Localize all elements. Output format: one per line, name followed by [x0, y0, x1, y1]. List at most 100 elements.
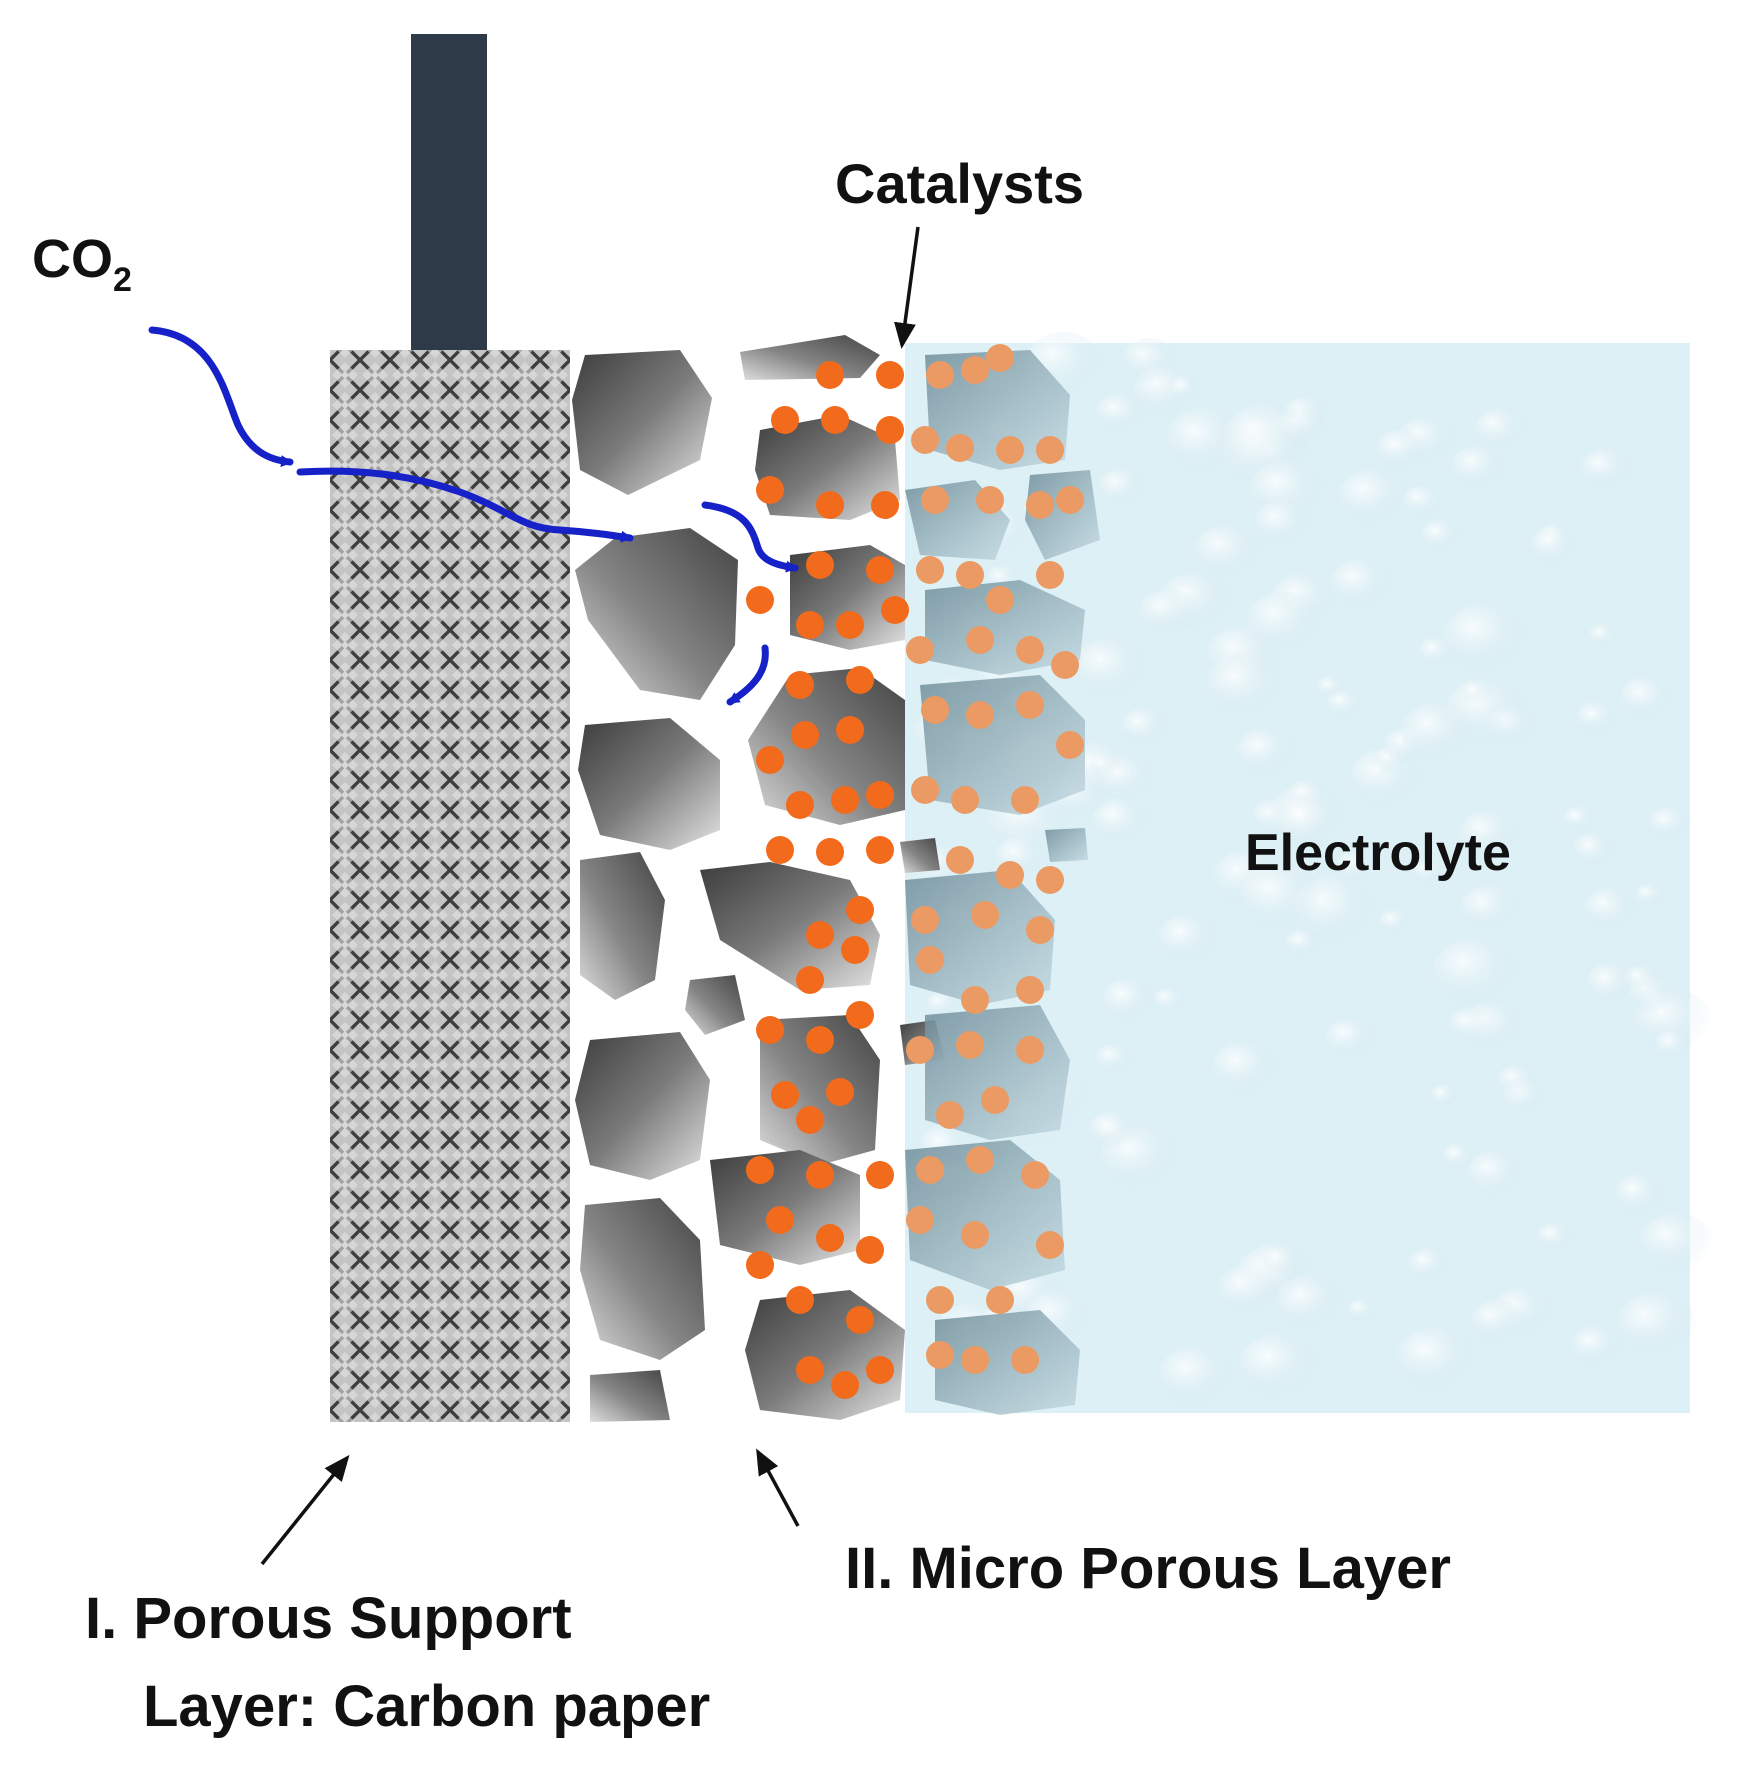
- bubble-texture: [1402, 484, 1444, 519]
- co2-arrow-through-paper: [296, 467, 634, 543]
- catalyst-dot: [966, 1146, 994, 1174]
- bubble-texture: [1375, 428, 1428, 471]
- electrolyte-particle: [935, 1310, 1080, 1415]
- electrolyte-label: Electrolyte: [1245, 824, 1511, 882]
- catalyst-dot: [826, 1078, 854, 1106]
- catalyst-dot: [906, 1036, 934, 1064]
- bubble-texture: [1194, 524, 1262, 579]
- catalyst-dot: [971, 901, 999, 929]
- co2-arrow-branch-lower: [726, 644, 769, 706]
- bubble-texture: [1090, 753, 1121, 778]
- catalyst-dot: [1051, 651, 1079, 679]
- catalyst-dot: [866, 781, 894, 809]
- catalyst-dot: [1036, 866, 1064, 894]
- bubble-texture: [1097, 467, 1146, 506]
- electrolyte-texture: [912, 331, 1713, 1408]
- micro-porous-layer-label: II. Micro Porous Layer: [845, 1536, 1451, 1601]
- bubble-texture: [1165, 407, 1247, 473]
- catalyst-dot: [1026, 916, 1054, 944]
- bubble-texture: [925, 990, 960, 1018]
- catalyst-dot: [766, 1206, 794, 1234]
- bubble-texture: [1616, 1292, 1697, 1356]
- catalyst-particles: [746, 344, 1084, 1399]
- catalyst-dot: [791, 721, 819, 749]
- bubble-texture: [1239, 864, 1322, 930]
- bubble-texture: [1623, 964, 1661, 995]
- electrode-tab: [411, 34, 487, 352]
- catalyst-dot: [1021, 1161, 1049, 1189]
- catalyst-dot: [806, 551, 834, 579]
- catalyst-dot: [926, 1341, 954, 1369]
- catalyst-dot: [771, 406, 799, 434]
- bubble-texture: [1095, 393, 1145, 433]
- catalyst-dot: [756, 476, 784, 504]
- bubble-texture: [1648, 806, 1691, 841]
- bubble-texture: [1451, 445, 1507, 490]
- bubble-texture: [1461, 680, 1492, 705]
- catalyst-dot: [816, 838, 844, 866]
- catalyst-dot: [961, 986, 989, 1014]
- catalyst-dot: [866, 836, 894, 864]
- catalyst-dot: [806, 921, 834, 949]
- co2-arrow-inlet: [148, 326, 294, 468]
- bubble-texture: [1315, 675, 1346, 700]
- catalyst-dot: [916, 946, 944, 974]
- bubble-texture: [1530, 526, 1579, 565]
- bubble-texture: [1095, 1043, 1133, 1074]
- catalysts-label: Catalysts: [835, 152, 1085, 215]
- mpl-particle: [760, 1015, 880, 1165]
- catalyst-dot: [961, 1346, 989, 1374]
- co2-label-subscript: 2: [113, 261, 132, 299]
- catalyst-dot: [831, 1371, 859, 1399]
- porous-support-label-line2: Layer: Carbon paper: [143, 1674, 711, 1739]
- mpl-particle: [580, 1198, 705, 1360]
- catalyst-dot: [831, 786, 859, 814]
- porous-support-layer-label: I. Porous Support Layer: Carbon paper: [85, 1575, 710, 1751]
- catalyst-dot: [756, 746, 784, 774]
- bubble-texture: [1089, 1110, 1136, 1149]
- catalyst-dot: [1056, 731, 1084, 759]
- catalyst-dot: [996, 436, 1024, 464]
- bubble-texture: [1235, 728, 1296, 777]
- bubble-texture: [1654, 1030, 1692, 1061]
- catalyst-dot: [786, 671, 814, 699]
- bubble-texture: [1497, 1064, 1538, 1097]
- catalyst-dot: [981, 1086, 1009, 1114]
- catalyst-dot: [951, 786, 979, 814]
- catalyst-dot: [821, 406, 849, 434]
- electrolyte-particle: [905, 870, 1055, 1005]
- co2-flow-arrows: [148, 326, 799, 706]
- catalyst-dot: [976, 486, 1004, 514]
- catalyst-dot: [911, 906, 939, 934]
- catalyst-dot: [936, 1101, 964, 1129]
- bubble-texture: [1634, 882, 1666, 908]
- catalyst-dot: [916, 556, 944, 584]
- catalyst-dot: [856, 1236, 884, 1264]
- catalyst-dot: [836, 611, 864, 639]
- mpl-particle: [572, 350, 712, 495]
- catalyst-dot: [1011, 1346, 1039, 1374]
- mpl-particle: [748, 668, 905, 825]
- catalyst-dot: [921, 696, 949, 724]
- catalyst-dot: [796, 1106, 824, 1134]
- mpl-particle: [685, 975, 745, 1035]
- bubble-texture: [1120, 707, 1168, 746]
- catalyst-dot: [926, 1286, 954, 1314]
- bubble-texture: [1407, 1247, 1450, 1282]
- catalyst-dot: [1016, 1036, 1044, 1064]
- bubble-texture: [1575, 701, 1619, 736]
- mpl-particle: [900, 838, 940, 873]
- catalyst-dot: [911, 776, 939, 804]
- bubble-texture: [1470, 1299, 1526, 1344]
- catalyst-dot: [1036, 1231, 1064, 1259]
- mpl-particle: [580, 852, 665, 1000]
- bubble-texture: [1211, 1041, 1279, 1095]
- catalyst-dot: [956, 1031, 984, 1059]
- bubble-texture: [1573, 832, 1616, 867]
- bubble-texture: [1474, 408, 1527, 451]
- catalyst-dot: [946, 434, 974, 462]
- catalyst-dot: [816, 491, 844, 519]
- bubble-texture: [1580, 448, 1633, 490]
- bubble-texture: [1458, 809, 1520, 859]
